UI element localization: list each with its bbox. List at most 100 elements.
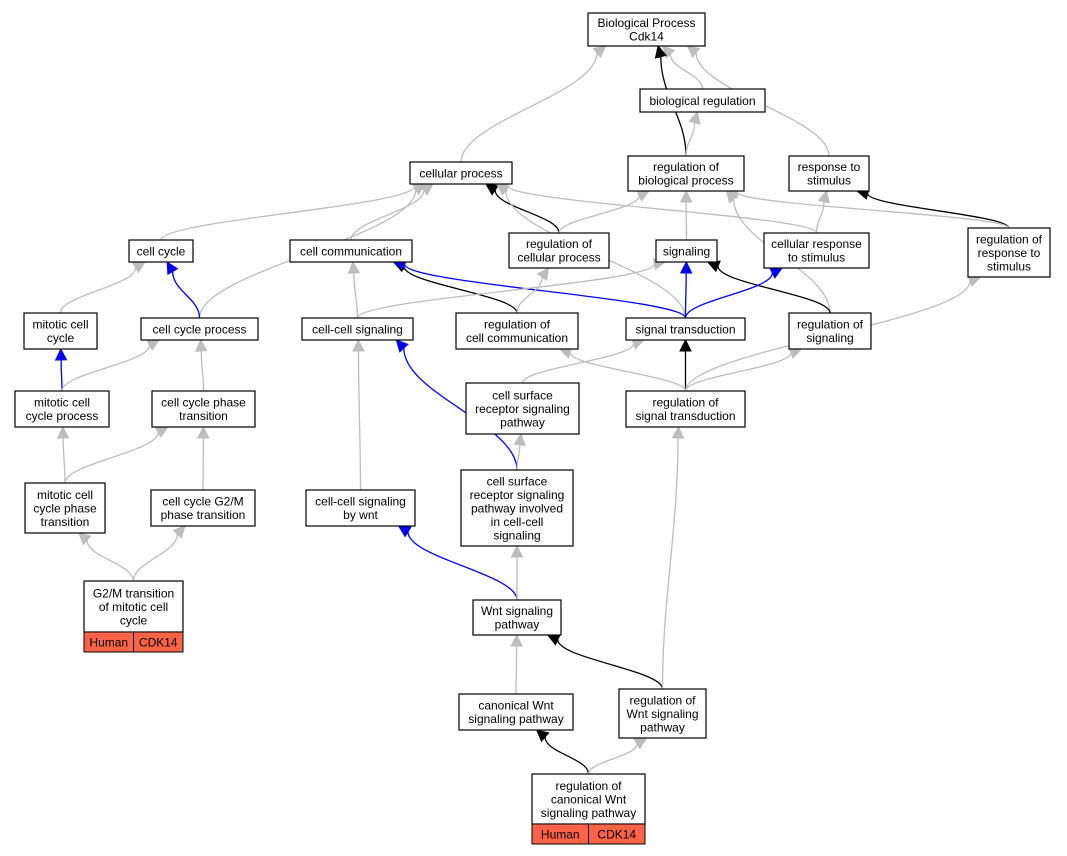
node-label: transition xyxy=(179,409,228,423)
node-label: signal transduction xyxy=(635,409,735,423)
edge-is-a xyxy=(350,190,425,241)
node-label: signal transduction xyxy=(635,322,735,336)
arrowhead xyxy=(535,729,550,743)
arrowhead xyxy=(817,189,830,204)
edge-is-a xyxy=(736,191,1010,229)
arrowhead xyxy=(419,183,434,196)
node-box xyxy=(24,482,106,534)
arrowhead xyxy=(706,260,721,273)
go-term-node-cc-signaling[interactable]: cell-cell signaling xyxy=(301,317,414,341)
node-label: stimulus xyxy=(807,174,851,188)
node-box xyxy=(128,239,194,263)
node-label: mitotic cell xyxy=(32,318,88,332)
node-box xyxy=(627,155,745,192)
node-label: phase transition xyxy=(161,508,246,522)
node-box xyxy=(305,489,416,527)
edge-regulates xyxy=(172,271,201,319)
arrowhead xyxy=(536,267,550,282)
node-label: regulation of xyxy=(797,318,864,332)
node-label: response to xyxy=(978,246,1041,260)
node-label: regulation of xyxy=(555,779,622,793)
edge-part-of xyxy=(557,639,664,690)
node-label: cell surface xyxy=(487,474,548,488)
go-term-node-signal-trans[interactable]: signal transduction xyxy=(625,317,746,341)
edge-part-of xyxy=(867,192,1010,229)
edge-is-a xyxy=(59,267,137,314)
arrowhead xyxy=(352,338,365,352)
node-box xyxy=(618,688,707,739)
node-box xyxy=(14,390,110,428)
edge-is-a xyxy=(661,437,679,690)
node-box xyxy=(788,155,870,192)
node-label: G2/M transition xyxy=(93,586,174,600)
node-label: cell surface xyxy=(492,388,553,402)
node-box xyxy=(140,317,259,341)
node-box xyxy=(639,88,766,113)
node-label: cycle process xyxy=(26,409,99,423)
node-label: cycle xyxy=(120,613,148,627)
gene-tag: CDK14 xyxy=(597,827,636,841)
go-term-node-cell-cycle[interactable]: cell cycle xyxy=(128,239,194,263)
arrowhead xyxy=(679,338,692,352)
edge-is-a xyxy=(200,350,205,392)
go-term-node-cell-comm[interactable]: cell communication xyxy=(289,239,413,263)
node-box xyxy=(455,312,579,350)
node-label: canonical Wnt xyxy=(551,792,627,806)
node-label: signaling pathway xyxy=(541,806,636,820)
node-label: cell communication xyxy=(300,244,402,258)
edge-is-a xyxy=(506,185,818,234)
node-label: by wnt xyxy=(343,508,378,522)
edge-is-a xyxy=(353,272,359,319)
go-term-node-cc-process[interactable]: cell cycle process xyxy=(140,317,259,341)
arrowhead xyxy=(195,338,208,352)
arrowhead xyxy=(166,261,179,276)
arrowhead xyxy=(654,44,668,59)
node-label: cycle xyxy=(47,331,75,345)
arrowhead xyxy=(172,525,186,539)
node-box xyxy=(409,161,513,185)
node-box xyxy=(301,317,414,341)
edge-is-a xyxy=(569,352,687,392)
arrowhead xyxy=(679,260,693,274)
node-label: cell communication xyxy=(466,331,568,345)
node-label: signaling xyxy=(663,244,710,258)
node-label: mitotic cell xyxy=(34,396,90,410)
go-term-node-bio-reg[interactable]: biological regulation xyxy=(639,88,766,113)
node-label: regulation of xyxy=(629,693,696,707)
go-term-node-signaling[interactable]: signaling xyxy=(655,239,718,263)
arrowhead xyxy=(395,339,409,353)
arrowhead xyxy=(495,183,510,196)
edge-is-a xyxy=(64,432,159,484)
edge-is-a xyxy=(521,343,635,384)
node-label: cell cycle xyxy=(137,244,186,258)
go-term-node-cellular-process[interactable]: cellular process xyxy=(409,161,513,185)
node-label: cell-cell signaling xyxy=(312,322,403,336)
arrowhead xyxy=(725,190,739,204)
node-box xyxy=(655,239,718,263)
arrowhead xyxy=(77,532,92,546)
